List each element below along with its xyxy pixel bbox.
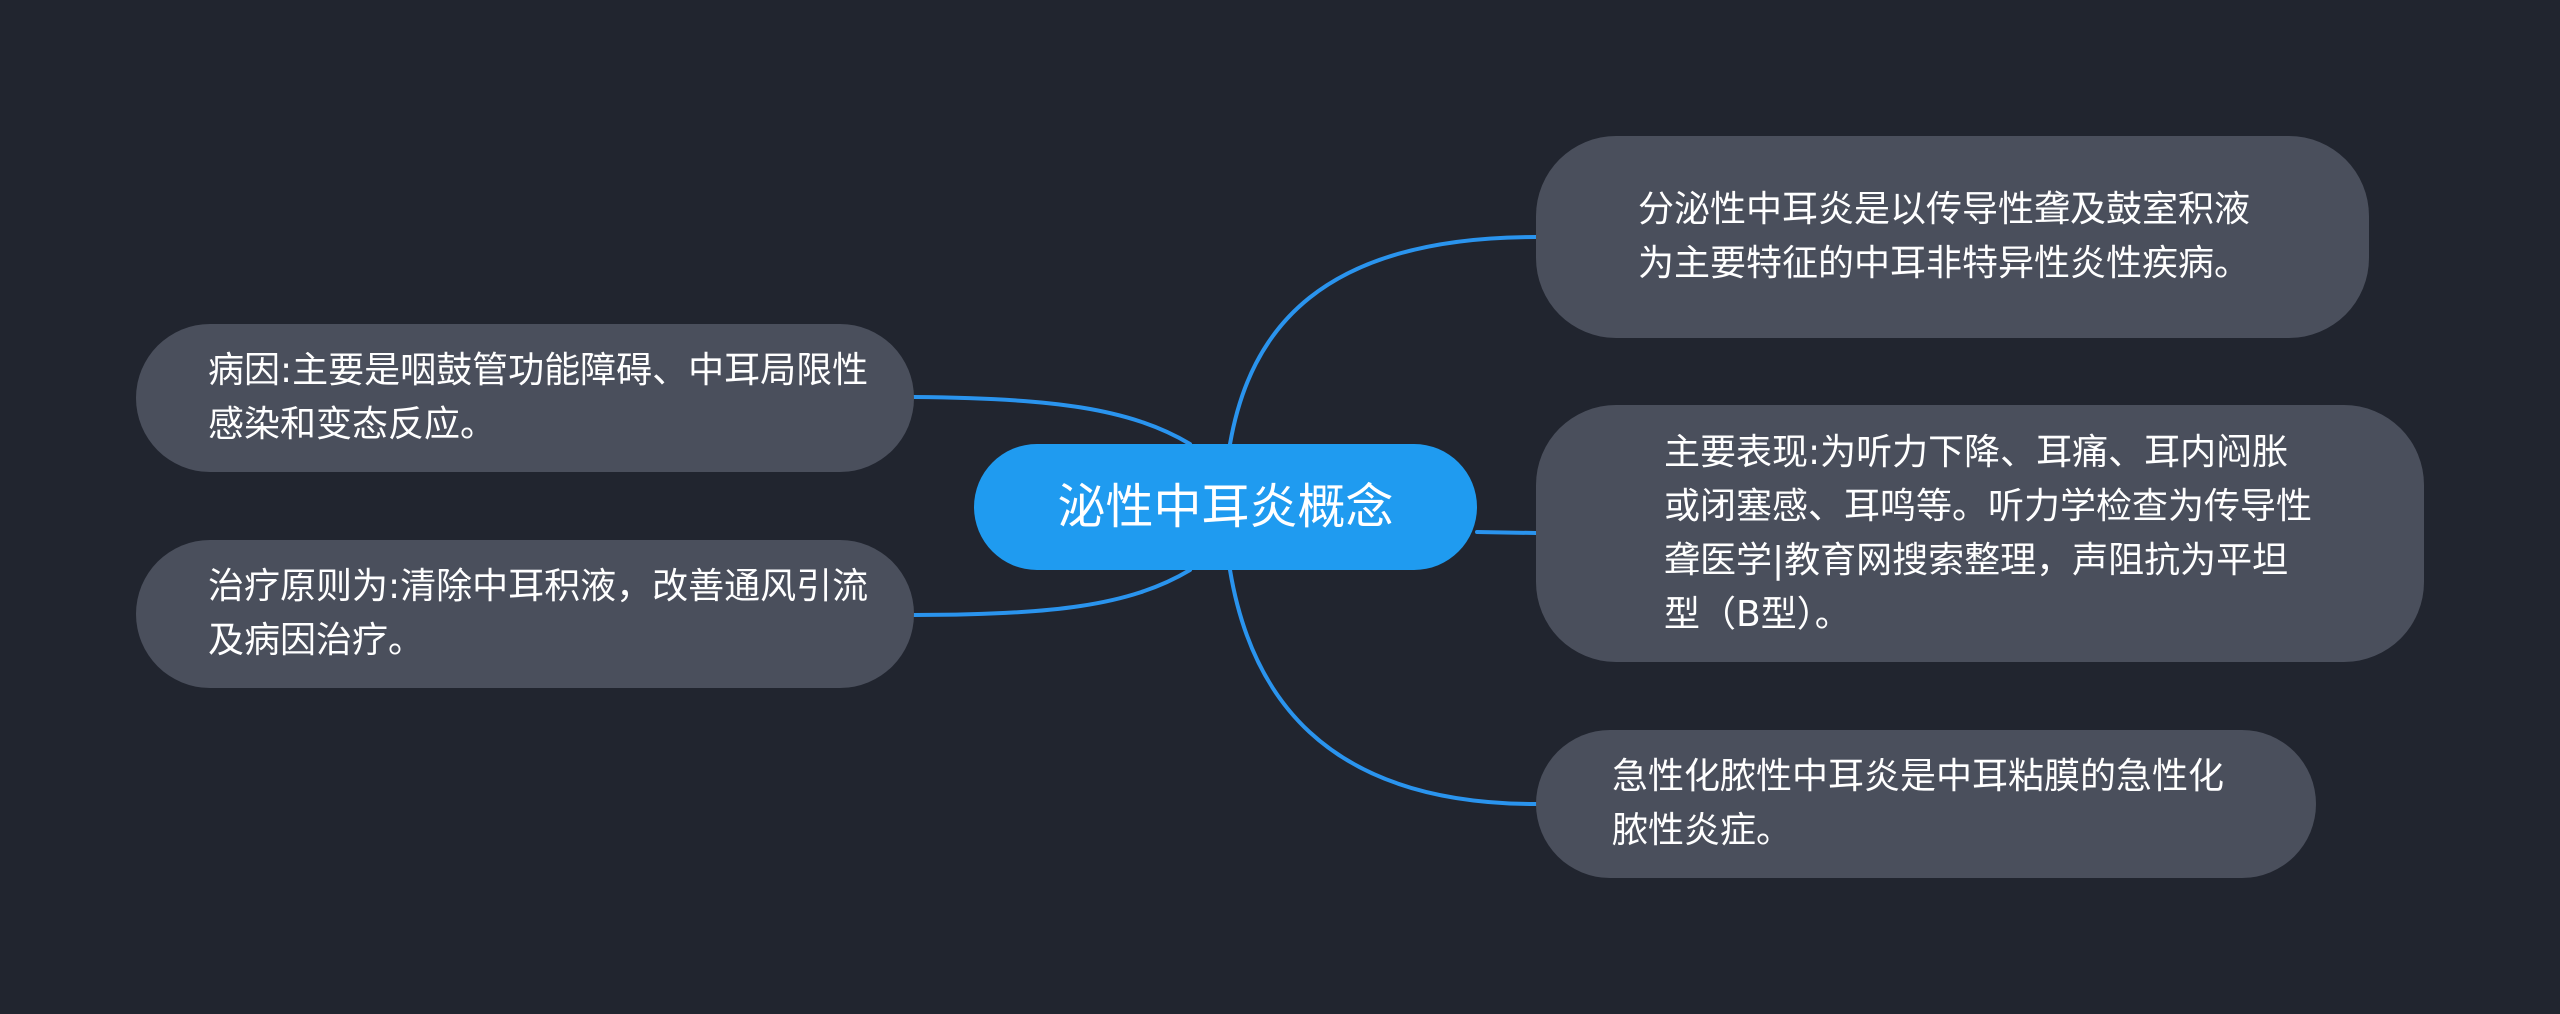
connector-to-definition bbox=[1228, 235, 1538, 446]
connector-to-cause bbox=[912, 395, 1192, 446]
topic-treatment-text: 治疗原则为:清除中耳积液，改善通风引流及病因治疗。 bbox=[208, 566, 869, 661]
topic-symptoms-text: 主要表现:为听力下降、耳痛、耳内闷胀或闭塞感、耳鸣等。听力学检查为传导性聋医学|… bbox=[1664, 431, 2313, 635]
topic-node-definition[interactable]: 分泌性中耳炎是以传导性聋及鼓室积液为主要特征的中耳非特异性炎性疾病。 bbox=[1536, 136, 2369, 338]
central-topic-node[interactable]: 泌性中耳炎概念 bbox=[974, 444, 1477, 570]
topic-node-cause[interactable]: 病因:主要是咽鼓管功能障碍、中耳局限性感染和变态反应。 bbox=[136, 324, 914, 472]
central-topic-label: 泌性中耳炎概念 bbox=[1057, 479, 1394, 535]
connector-to-acute bbox=[1228, 568, 1538, 806]
topic-node-acute-otitis[interactable]: 急性化脓性中耳炎是中耳粘膜的急性化脓性炎症。 bbox=[1536, 730, 2316, 878]
topic-node-treatment[interactable]: 治疗原则为:清除中耳积液，改善通风引流及病因治疗。 bbox=[136, 540, 914, 688]
connector-to-treatment bbox=[912, 568, 1192, 617]
topic-cause-text: 病因:主要是咽鼓管功能障碍、中耳局限性感染和变态反应。 bbox=[208, 350, 869, 445]
topic-acute-otitis-text: 急性化脓性中耳炎是中耳粘膜的急性化脓性炎症。 bbox=[1612, 756, 2225, 851]
topic-definition-text: 分泌性中耳炎是以传导性聋及鼓室积液为主要特征的中耳非特异性炎性疾病。 bbox=[1638, 189, 2251, 284]
connector-to-symptoms bbox=[1475, 530, 1538, 535]
topic-node-symptoms[interactable]: 主要表现:为听力下降、耳痛、耳内闷胀或闭塞感、耳鸣等。听力学检查为传导性聋医学|… bbox=[1536, 405, 2424, 662]
